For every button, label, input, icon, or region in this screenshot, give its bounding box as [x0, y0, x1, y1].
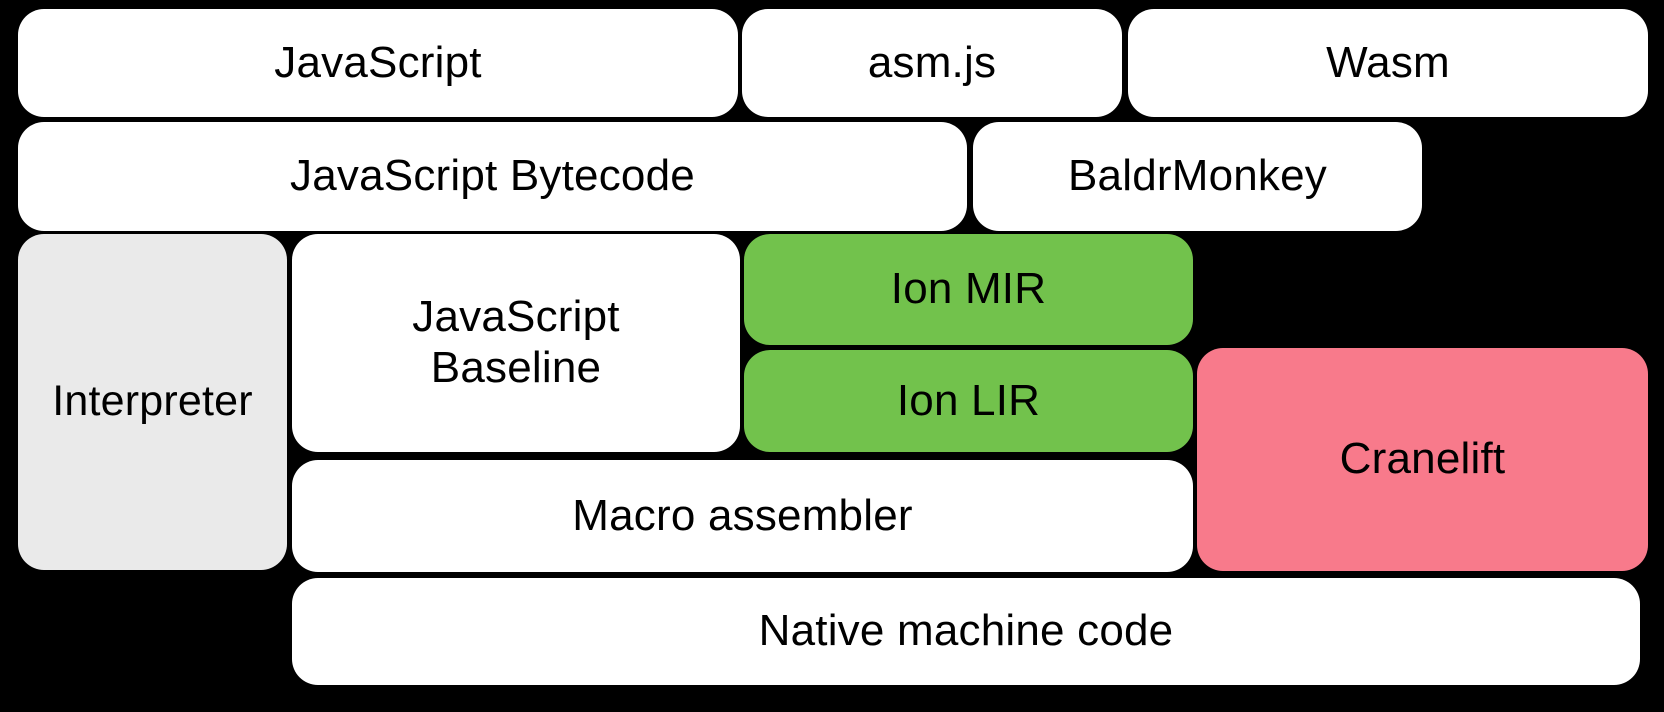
node-javascript-baseline[interactable]: JavaScript Baseline — [292, 234, 740, 452]
node-baldrmonkey[interactable]: BaldrMonkey — [973, 122, 1422, 231]
node-asmjs[interactable]: asm.js — [742, 9, 1122, 117]
node-javascript-bytecode[interactable]: JavaScript Bytecode — [18, 122, 967, 231]
node-ion-mir[interactable]: Ion MIR — [744, 234, 1193, 345]
node-cranelift[interactable]: Cranelift — [1197, 348, 1648, 571]
node-interpreter[interactable]: Interpreter — [18, 234, 287, 570]
node-wasm[interactable]: Wasm — [1128, 9, 1648, 117]
node-macro-assembler[interactable]: Macro assembler — [292, 460, 1193, 572]
node-ion-lir[interactable]: Ion LIR — [744, 350, 1193, 452]
node-javascript[interactable]: JavaScript — [18, 9, 738, 117]
node-native-machine-code[interactable]: Native machine code — [292, 578, 1640, 685]
